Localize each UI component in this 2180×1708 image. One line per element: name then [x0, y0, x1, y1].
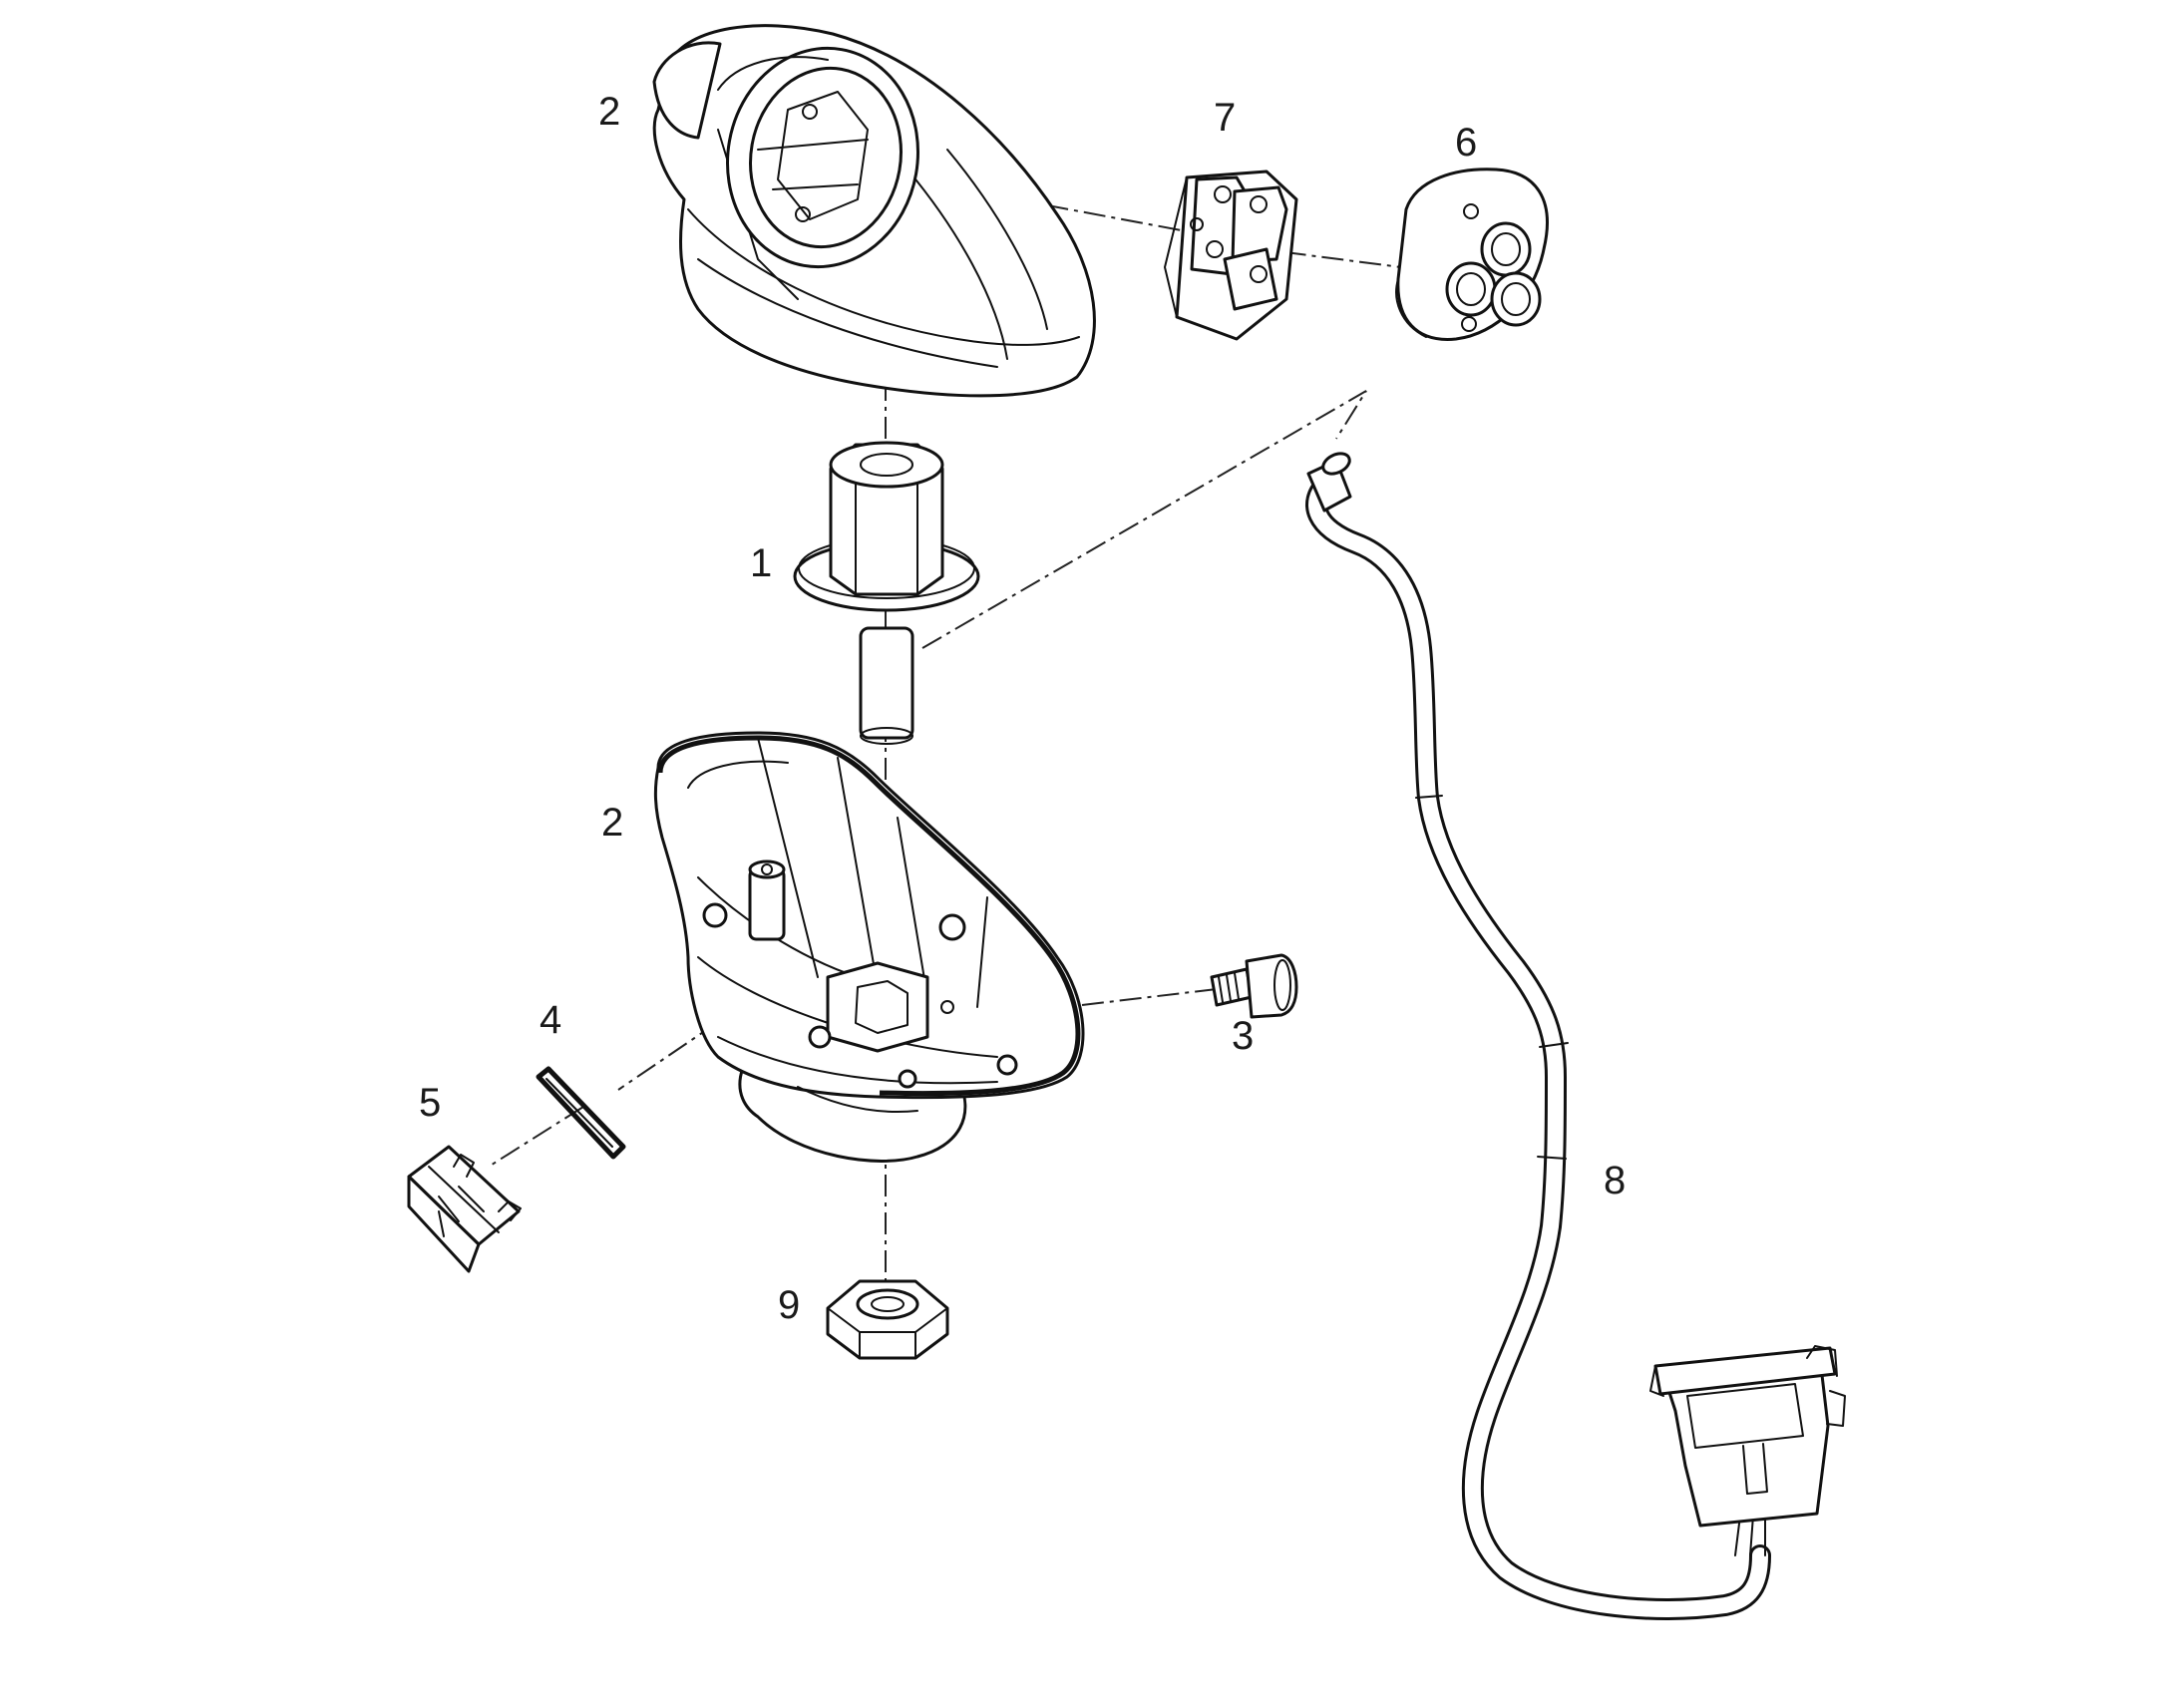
callout-screw: 3 [1232, 1014, 1254, 1058]
switch-block-part [1164, 170, 1298, 341]
upper-housing-part [652, 24, 1096, 398]
screw-part [1210, 953, 1298, 1019]
clip-part [407, 1145, 522, 1273]
nut-part [826, 1279, 949, 1360]
callout-upper-housing: 2 [598, 90, 620, 134]
callout-lower-housing: 2 [601, 801, 623, 845]
cable-part [1305, 452, 1846, 1620]
callout-gasket: 4 [540, 998, 561, 1042]
button-pad-part [1395, 168, 1549, 341]
callout-button-pad: 6 [1455, 121, 1477, 165]
callout-switch-block: 7 [1214, 96, 1236, 140]
callout-nut: 9 [778, 1283, 800, 1327]
callout-clip: 5 [419, 1081, 441, 1125]
gasket-part [536, 1066, 626, 1160]
lower-housing-part [653, 731, 1085, 1163]
callout-cable: 8 [1604, 1159, 1626, 1202]
hex-shaft-part [793, 441, 980, 745]
callout-hex-shaft: 1 [750, 541, 772, 585]
